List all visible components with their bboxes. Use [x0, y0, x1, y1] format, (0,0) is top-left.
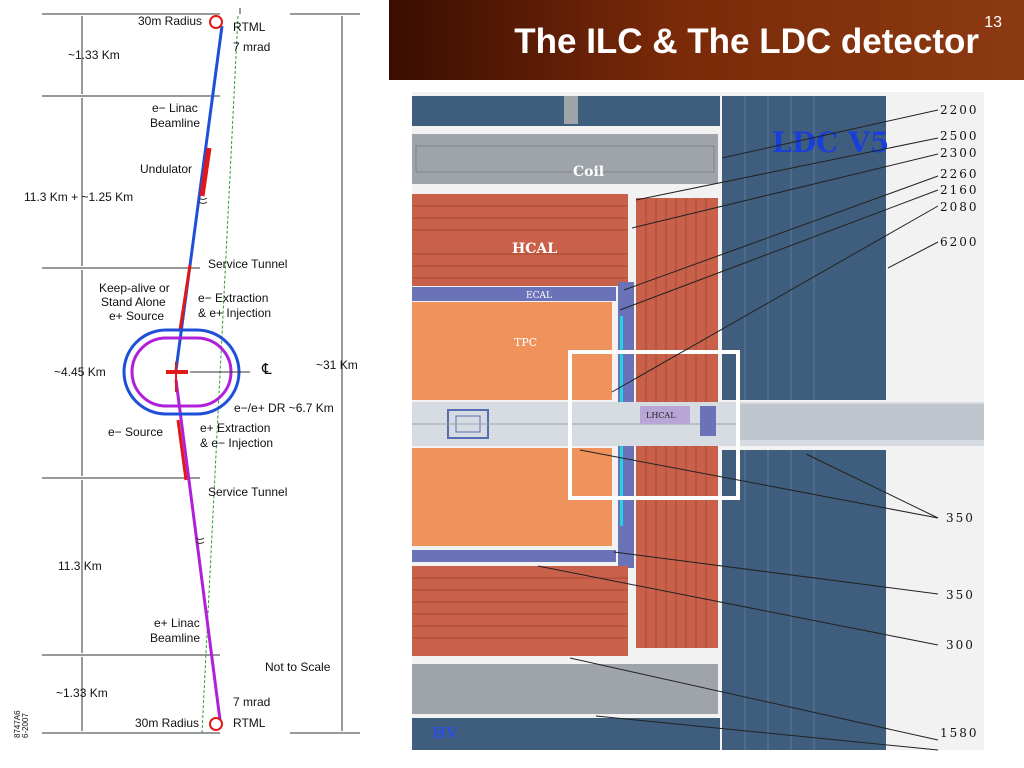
dim-label-350-a: 350 [946, 511, 975, 525]
leader-line [635, 137, 939, 201]
e-linac-label-line2: Beamline [150, 116, 200, 130]
leader-line [579, 449, 939, 519]
service-tunnel-top-label: Service Tunnel [208, 257, 287, 271]
leader-line [887, 241, 939, 269]
dim-label-2200: 2200 [940, 103, 979, 117]
damping-ring-label: e−/e+ DR ~6.7 Km [234, 401, 334, 415]
dim-label-2260: 2260 [940, 167, 979, 181]
slide-number: 13 [984, 14, 1002, 31]
dim-label-2080: 2080 [940, 200, 979, 214]
dist-total-label: ~31 Km [316, 358, 358, 372]
beamcal-block [700, 406, 716, 436]
keep-alive-label-line3: e+ Source [109, 309, 164, 323]
dim-label-6200: 6200 [940, 235, 979, 249]
hcal-barrel-lower [412, 566, 628, 656]
lhcal-block [640, 406, 690, 424]
keep-alive-label-line2: Stand Alone [101, 295, 166, 309]
coil-lower [412, 664, 718, 714]
rtml-loop-bottom [209, 717, 223, 731]
source-segment [176, 419, 188, 481]
leader-line [613, 551, 939, 595]
coil-label: Coil [573, 164, 604, 180]
title-bar: The ILC & The LDC detector 13 [389, 0, 1024, 80]
undulator-segment [199, 147, 212, 197]
drawing-stamp-line2: 8747A6 [13, 710, 22, 738]
keep-alive-segment [178, 264, 192, 331]
extraction-label-line2: & e+ Injection [198, 306, 271, 320]
dist-bottom-label: ~1.33 Km [56, 686, 108, 700]
dim-label-350-b: 350 [946, 588, 975, 602]
rtml-bottom-label: RTML [233, 716, 266, 730]
positron-linac-line [174, 379, 222, 721]
leader-line [721, 109, 939, 159]
leader-line [569, 657, 939, 741]
dim-label-2160: 2160 [940, 183, 979, 197]
undulator-label: Undulator [140, 162, 192, 176]
p-linac-label-line1: e+ Linac [154, 616, 200, 630]
mrad-bottom-label: 7 mrad [233, 695, 270, 709]
dim-label-2300: 2300 [940, 146, 979, 160]
endcap-yoke-upper [722, 96, 886, 400]
not-to-scale-label: Not to Scale [265, 660, 331, 674]
ecal-label: ECAL [526, 291, 552, 301]
dim-label-1580: 1580 [940, 726, 979, 740]
radius-bottom-label: 30m Radius [135, 716, 199, 730]
extraction-label-line1: e− Extraction [198, 291, 268, 305]
forward-beamline [740, 404, 984, 440]
dist-top-label: ~1.33 Km [68, 48, 120, 62]
dist-upper-label: 11.3 Km + ~1.25 Km [24, 190, 133, 204]
ilc-layout-diagram: 30m Radius RTML 7 mrad ~1.33 Km e− Linac… [13, 8, 360, 738]
e-source-label: e− Source [108, 425, 163, 439]
coil [412, 134, 718, 184]
leader-line [537, 565, 939, 646]
e-linac-label-line1: e− Linac [152, 101, 198, 115]
hv-label: HV [432, 724, 458, 742]
dist-ring-label: ~4.45 Km [54, 365, 106, 379]
coil-inner [415, 145, 715, 173]
yoke-bottom-strip [412, 718, 720, 750]
hcal-barrel [412, 194, 628, 286]
injection-label-line1: e+ Extraction [200, 421, 270, 435]
ecal-barrel-lower [412, 550, 616, 562]
leader-line [631, 153, 939, 229]
yoke-slot [564, 96, 578, 124]
rtml-top-label: RTML [233, 20, 266, 34]
keep-alive-label-line1: Keep-alive or [99, 281, 170, 295]
p-linac-label-line2: Beamline [150, 631, 200, 645]
hcal-label: HCAL [512, 241, 557, 257]
dist-lower-label: 11.3 Km [58, 559, 102, 573]
centerline-symbol: ℄ [261, 361, 272, 378]
ecal-barrel [412, 287, 616, 301]
leader-line [619, 189, 939, 311]
slide-title: The ILC & The LDC detector [514, 22, 979, 61]
injection-label-line2: & e− Injection [200, 436, 273, 450]
service-tunnel-bottom-label: Service Tunnel [208, 485, 287, 499]
dim-label-2500: 2500 [940, 129, 979, 143]
rtml-loop-top [209, 15, 223, 29]
forward-region-highlight-box [568, 350, 740, 500]
leader-line [623, 175, 939, 291]
leader-line [805, 453, 939, 519]
break-mark [195, 537, 205, 544]
ldc-detector-diagram: Coil LDC V5 HCAL ECAL [412, 92, 984, 751]
lhcal-label: LHCAL [646, 411, 676, 420]
dim-label-300: 300 [946, 638, 975, 652]
leader-line [595, 715, 939, 751]
radius-top-label: 30m Radius [138, 14, 202, 28]
tpc-label: TPC [514, 336, 537, 349]
endcap-yoke-lower [722, 450, 886, 750]
drawing-stamp-line1: 6-2007 [21, 713, 30, 738]
leader-line [611, 205, 939, 393]
mrad-top-label: 7 mrad [233, 40, 270, 54]
break-mark [198, 197, 208, 204]
